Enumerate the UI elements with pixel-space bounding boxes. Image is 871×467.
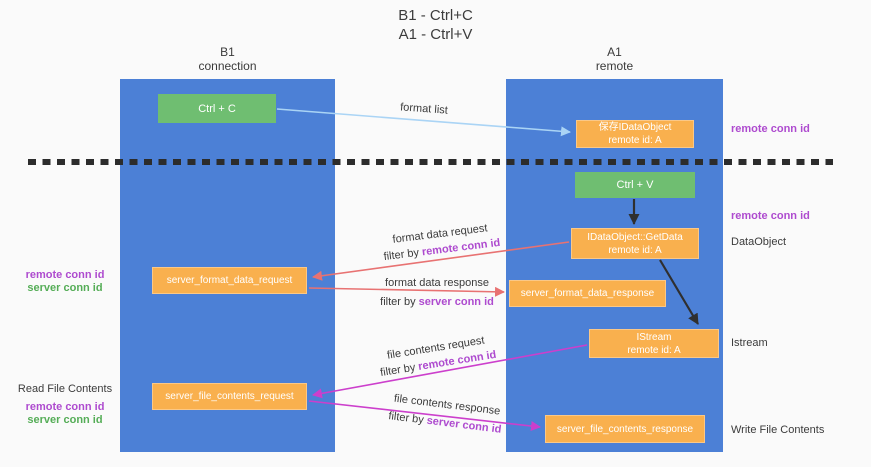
left-label-block-format: remote conn id server conn id xyxy=(0,269,130,295)
lane-b1-name: B1 xyxy=(220,45,235,59)
lane-b1-subtitle: connection xyxy=(198,59,257,73)
node-server-format-data-response-label: server_format_data_response xyxy=(520,288,655,299)
node-ctrl-v: Ctrl + V xyxy=(575,172,695,198)
node-getdata-line2: remote id: A xyxy=(608,244,662,256)
label-server-conn-id-left-1: server conn id xyxy=(27,282,103,294)
label-write-file-contents: Write File Contents xyxy=(731,424,825,436)
filter-by-text-4: filter by xyxy=(387,410,428,427)
label-remote-conn-id-top-right: remote conn id xyxy=(731,123,810,135)
filter-by-text-1: filter by xyxy=(383,246,423,264)
label-read-file-contents: Read File Contents xyxy=(17,383,113,395)
edge-label-format-data-response: format data response filter by server co… xyxy=(380,274,494,312)
title-line-2: A1 - Ctrl+V xyxy=(398,26,473,43)
arrow-getdata-to-istream xyxy=(659,259,699,325)
node-server-file-contents-response-label: server_file_contents_response xyxy=(556,423,694,435)
arrow-format-data-request xyxy=(312,241,570,281)
label-server-conn-id-left-2: server conn id xyxy=(27,414,103,426)
lane-header-b1: B1 connection xyxy=(120,45,335,73)
filter-by-text-2: filter by xyxy=(380,296,419,308)
node-ctrl-v-label: Ctrl + V xyxy=(616,179,654,191)
label-istream: Istream xyxy=(731,337,768,349)
node-getdata-line1: IDataObject::GetData xyxy=(587,231,683,243)
node-istream-line1: IStream xyxy=(636,331,672,343)
node-server-file-contents-response: server_file_contents_response xyxy=(545,415,705,443)
node-ctrl-c: Ctrl + C xyxy=(158,94,276,123)
arrow-format-list xyxy=(276,108,571,137)
arrow-format-data-response xyxy=(308,286,505,297)
node-istream-line2: remote id: A xyxy=(627,344,681,356)
lane-a1-subtitle: remote xyxy=(595,59,634,73)
node-server-file-contents-request-label: server_file_contents_request xyxy=(165,391,294,402)
label-remote-conn-id-left-2: remote conn id xyxy=(25,401,105,413)
node-save-idataobject-line2: remote id: A xyxy=(608,135,662,146)
lane-a1-name: A1 xyxy=(607,45,622,59)
label-remote-conn-id-left-1: remote conn id xyxy=(25,269,105,281)
diagram-title: B1 - Ctrl+C A1 - Ctrl+V xyxy=(0,6,871,44)
node-ctrl-c-label: Ctrl + C xyxy=(198,102,236,115)
node-save-idataobject-line1: 保存IDataObject xyxy=(598,122,672,133)
node-server-format-data-response: server_format_data_response xyxy=(509,280,666,307)
edge-label-format-data-response-filter: filter by server conn id xyxy=(380,293,494,312)
node-server-file-contents-request: server_file_contents_request xyxy=(152,383,307,410)
label-dataobject: DataObject xyxy=(731,236,787,248)
edge-label-format-data-response-text: format data response xyxy=(385,277,489,289)
left-label-block-file: Read File Contents remote conn id server… xyxy=(0,383,130,427)
title-line-1: B1 - Ctrl+C xyxy=(398,7,473,24)
filter-server-conn-id-2: server conn id xyxy=(418,296,494,308)
node-istream: IStream remote id: A xyxy=(589,329,719,358)
node-server-format-data-request: server_format_data_request xyxy=(152,267,307,294)
node-save-idataobject: 保存IDataObject remote id: A xyxy=(576,120,694,148)
node-server-format-data-request-label: server_format_data_request xyxy=(166,275,293,286)
arrow-file-contents-response xyxy=(308,400,541,431)
lane-header-a1: A1 remote xyxy=(506,45,723,73)
node-idataobject-getdata: IDataObject::GetData remote id: A xyxy=(571,228,699,259)
label-remote-conn-id-mid-right: remote conn id xyxy=(731,210,810,222)
arrow-file-contents-request xyxy=(312,344,588,399)
